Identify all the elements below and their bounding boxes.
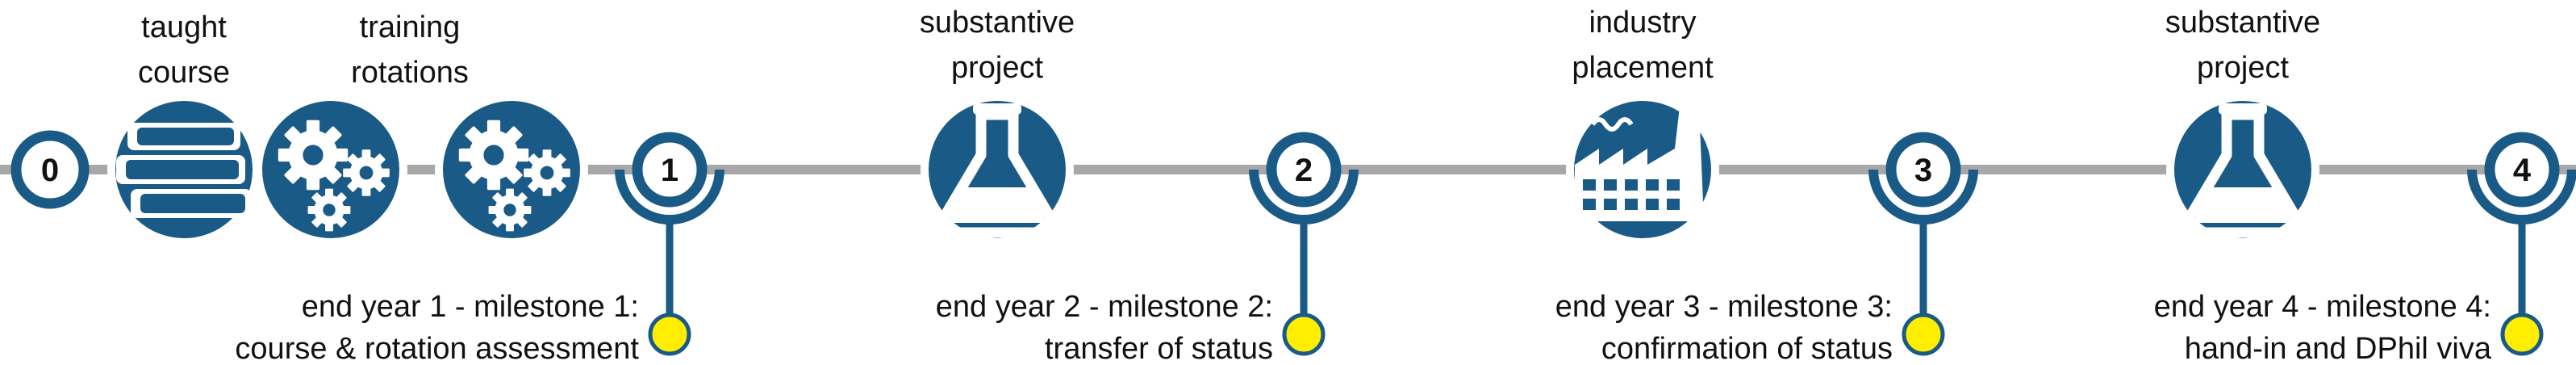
phase-training-line2: rotations <box>351 56 469 90</box>
node-0-label: 0 <box>41 153 59 188</box>
milestone-3-line2: confirmation of status <box>1601 332 1893 365</box>
phase-training-rotations: training rotations <box>254 10 588 246</box>
milestone-3: 3 end year 3 - milestone 3: confirmation… <box>1555 132 1978 365</box>
milestone-2-marker <box>1282 313 1326 356</box>
phase-project1-line2: project <box>951 51 1043 85</box>
node-0: 0 <box>10 130 90 209</box>
milestone-2-line1: end year 2 - milestone 2: <box>936 290 1273 324</box>
milestone-4: 4 end year 4 - milestone 4: hand-in and … <box>2154 132 2576 365</box>
milestone-3-marker <box>1902 313 1945 356</box>
milestone-1-marker <box>648 313 691 356</box>
milestone-2: 2 end year 2 - milestone 2: transfer of … <box>936 132 1359 365</box>
node-2-label: 2 <box>1295 153 1313 188</box>
phase-project1-line1: substantive <box>920 6 1075 40</box>
milestone-3-line1: end year 3 - milestone 3: <box>1555 290 1893 324</box>
node-1-label: 1 <box>661 153 678 188</box>
phase-taught-course: taught course <box>107 10 261 246</box>
milestone-2-line2: transfer of status <box>1045 332 1273 365</box>
phase-industry-line2: placement <box>1572 51 1714 85</box>
node-4-label: 4 <box>2513 153 2532 188</box>
phase-project2-line1: substantive <box>2165 6 2320 40</box>
phase-industry-line1: industry <box>1589 6 1696 40</box>
milestone-1-line2: course & rotation assessment <box>235 332 639 365</box>
phase-project2-line2: project <box>2197 51 2289 85</box>
phase-industry-placement: industry placement <box>1566 6 1719 246</box>
milestone-4-line2: hand-in and DPhil viva <box>2185 332 2492 365</box>
phase-taught-line2: course <box>138 56 230 90</box>
milestone-4-marker <box>2500 313 2544 356</box>
node-3-label: 3 <box>1914 153 1932 188</box>
phase-substantive-project-1: substantive project <box>920 6 1075 246</box>
phase-substantive-project-2: substantive project <box>2165 6 2320 246</box>
phase-taught-line1: taught <box>141 10 227 44</box>
milestone-1: 1 end year 1 - milestone 1: course & rot… <box>235 132 724 365</box>
books-icon <box>116 123 252 218</box>
milestone-4-line1: end year 4 - milestone 4: <box>2154 290 2491 324</box>
phase-training-line1: training <box>360 10 461 44</box>
milestone-1-line1: end year 1 - milestone 1: <box>302 290 639 324</box>
